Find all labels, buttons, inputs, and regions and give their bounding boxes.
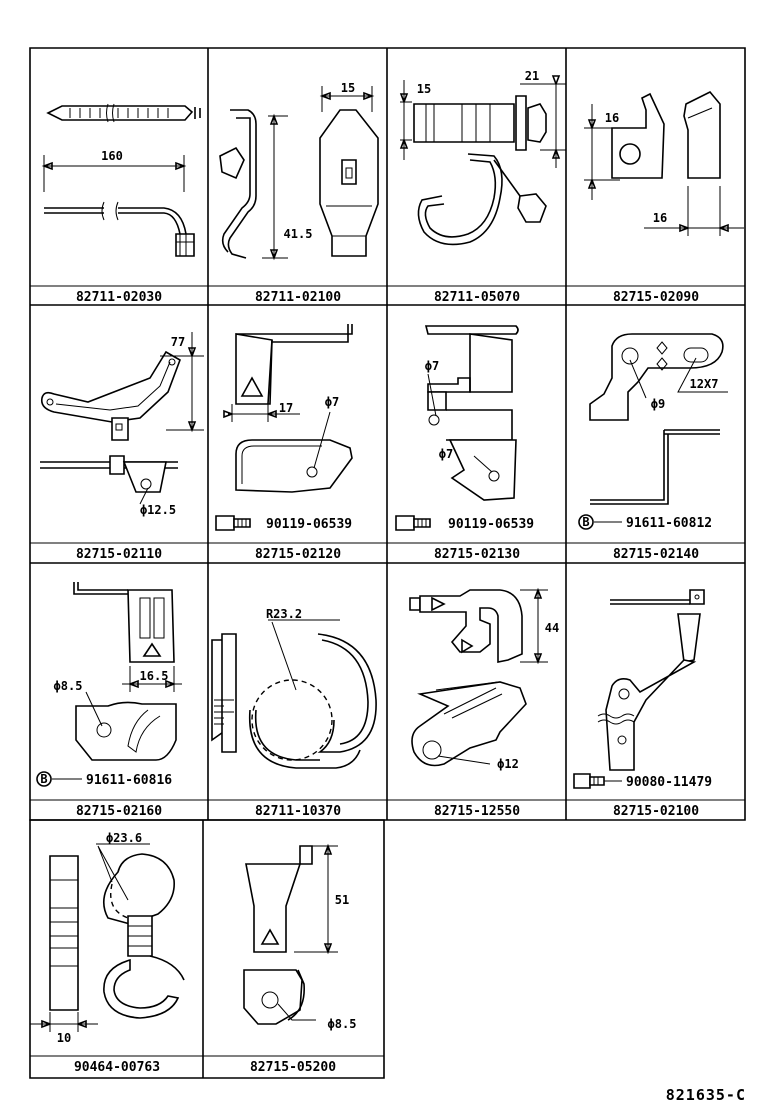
part-labels: 82711-02030 82711-02100 82711-05070 8271… (74, 290, 699, 1075)
bolt-icon (396, 516, 430, 530)
dimension-label: 16.5 (140, 669, 169, 683)
part-number: 82711-05070 (434, 290, 520, 305)
dimension-label: 16 (653, 211, 667, 225)
dimension-label: ϕ12 (497, 757, 519, 771)
dimension-label: 51 (335, 893, 349, 907)
cell-bracket-02140: ϕ9 12X7 B 91611-60812 (579, 334, 728, 531)
cell-clip-05070: 15 21 (400, 69, 566, 244)
cell-clamp-10370: R23.2 (212, 607, 376, 768)
dimension-label: ϕ7 (425, 359, 439, 373)
part-number: 82711-02030 (76, 290, 162, 305)
fastener-part-number: 90080-11479 (626, 775, 712, 790)
dimension-label: ϕ9 (651, 397, 665, 411)
dimension-label: ϕ23.6 (106, 831, 142, 845)
cell-bracket-12550: 44 ϕ12 (410, 590, 559, 771)
dimension-label: ϕ8.5 (54, 679, 83, 693)
dimension-label: 10 (57, 1031, 71, 1045)
dimension-label: 15 (341, 81, 355, 95)
cell-bracket-02110: 77 ϕ12.5 (40, 332, 204, 517)
dimension-label: 15 (417, 82, 431, 96)
part-number: 82715-05200 (250, 1060, 336, 1075)
svg-text:B: B (40, 772, 47, 786)
dimension-label: 12X7 (690, 377, 719, 391)
dimension-label: 44 (545, 621, 559, 635)
part-number: 82715-02160 (76, 804, 162, 819)
part-number: 82715-02090 (613, 290, 699, 305)
badge-b-icon: B (579, 515, 593, 529)
part-number: 82715-02100 (613, 804, 699, 819)
part-number: 82711-10370 (255, 804, 341, 819)
part-number: 82711-02100 (255, 290, 341, 305)
cell-bracket-05200: 51 ϕ8.5 (244, 846, 356, 1031)
dimension-label: 77 (171, 335, 185, 349)
bolt-icon (216, 516, 250, 530)
fastener-part-number: 91611-60812 (626, 516, 712, 531)
diagram-reference-code: 821635-C (665, 1086, 746, 1104)
cell-bracket-02090: 16 16 (584, 92, 744, 236)
bolt-icon (574, 774, 604, 788)
dimension-label: ϕ12.5 (140, 503, 176, 517)
dimension-label: 41.5 (284, 227, 313, 241)
dimension-label: ϕ7 (325, 395, 339, 409)
dimension-label: 17 (279, 401, 293, 415)
part-number: 82715-12550 (434, 804, 520, 819)
cell-bracket-02130: ϕ7 ϕ7 90119-06539 (396, 326, 534, 532)
cell-clip-02100: 41.5 15 (220, 81, 378, 258)
fastener-part-number: 91611-60816 (86, 773, 172, 788)
cell-clamp-00763: ϕ23.6 10 (30, 831, 184, 1045)
badge-b-icon: B (37, 772, 51, 786)
dimension-label: ϕ7 (439, 447, 453, 461)
fastener-part-number: 90119-06539 (266, 517, 352, 532)
dimension-label: R23.2 (266, 607, 302, 621)
part-number: 82715-02110 (76, 547, 162, 562)
cell-bracket-02100: 90080-11479 (574, 590, 712, 790)
dimension-label: 160 (101, 149, 123, 163)
cell-cable-tie: 160 (44, 104, 200, 256)
part-number: 82715-02120 (255, 547, 341, 562)
part-number: 90464-00763 (74, 1060, 160, 1075)
part-number: 82715-02140 (613, 547, 699, 562)
grid-frame (30, 48, 745, 1078)
cell-bracket-02120: 17 ϕ7 90119-06539 (216, 324, 352, 532)
dimension-label: ϕ8.5 (328, 1017, 357, 1031)
svg-text:B: B (582, 515, 589, 529)
dimension-label: 21 (525, 69, 539, 83)
part-number: 82715-02130 (434, 547, 520, 562)
fastener-part-number: 90119-06539 (448, 517, 534, 532)
cell-bracket-02160: 16.5 ϕ8.5 B 91611-60816 (37, 582, 182, 788)
dimension-label: 16 (605, 111, 619, 125)
